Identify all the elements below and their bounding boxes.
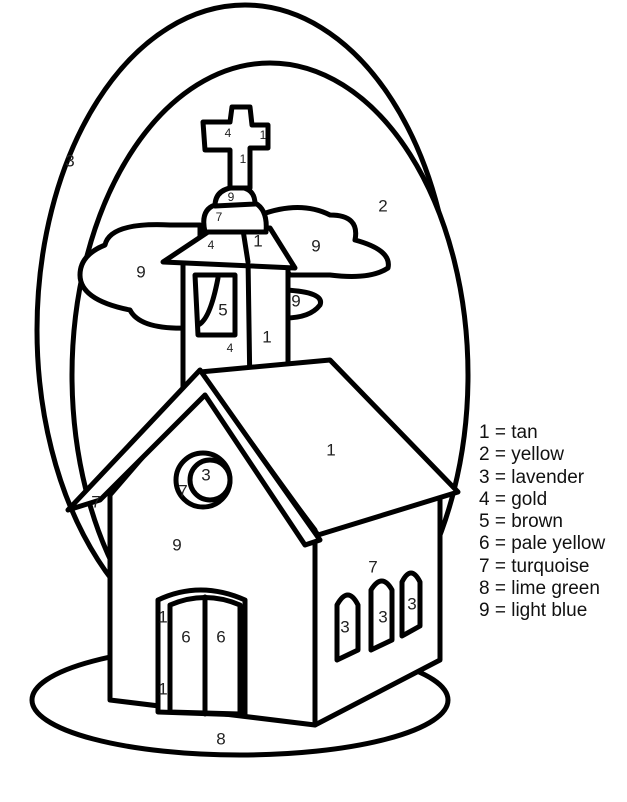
label-cross-arm-side: 1 xyxy=(260,128,267,142)
legend-item: 6 = pale yellow xyxy=(479,533,606,555)
legend-item: 4 = gold xyxy=(479,488,548,510)
clock-face xyxy=(187,457,233,503)
label-side-window-3: 3 xyxy=(407,594,416,613)
legend-item: 8 = lime green xyxy=(479,578,600,600)
legend-item: 5 = brown xyxy=(479,511,563,533)
label-cloud-small: 9 xyxy=(291,291,300,310)
label-outer-ring: 3 xyxy=(65,151,74,170)
label-ground: 8 xyxy=(216,729,225,748)
label-door-right: 6 xyxy=(216,627,225,646)
legend-item: 1 = tan xyxy=(479,422,538,443)
side-window-3 xyxy=(399,570,423,639)
label-cloud-right: 9 xyxy=(311,236,320,255)
side-window-2 xyxy=(368,578,395,653)
label-dome-band: 7 xyxy=(216,210,223,224)
label-door-frame-top: 1 xyxy=(158,607,167,626)
label-cloud-left: 9 xyxy=(136,262,145,281)
legend-item: 2 = yellow xyxy=(479,444,565,466)
label-side-window-1: 3 xyxy=(340,617,349,636)
cloud-small xyxy=(282,287,324,321)
label-clock: 3 xyxy=(201,465,210,484)
label-tower-window: 5 xyxy=(218,300,227,319)
gable-trim xyxy=(65,367,323,548)
label-door-left: 6 xyxy=(181,627,190,646)
roof-edge xyxy=(240,227,251,265)
cross xyxy=(200,104,271,191)
label-side-window-2: 3 xyxy=(378,607,387,626)
label-inner-oval: 2 xyxy=(378,196,387,215)
label-clock-rim: 7 xyxy=(178,481,187,500)
label-door-frame-bottom: 1 xyxy=(158,679,167,698)
label-tower-side: 1 xyxy=(262,327,271,346)
cloud-left xyxy=(77,222,203,331)
label-side-wall: 7 xyxy=(368,557,377,576)
label-facade: 9 xyxy=(172,535,181,554)
label-cross-front: 4 xyxy=(225,126,232,140)
legend-item: 3 = lavender xyxy=(479,466,585,488)
side-window-1 xyxy=(334,592,361,663)
label-tower-front: 4 xyxy=(227,341,234,355)
window-curtain xyxy=(195,275,221,328)
legend-item: 7 = turquoise xyxy=(479,555,590,577)
label-main-roof: 1 xyxy=(326,440,335,459)
legend-item: 9 = light blue xyxy=(479,600,588,622)
label-tower-roof-side: 1 xyxy=(253,231,262,250)
label-cross-stem-side: 1 xyxy=(240,152,247,166)
label-tower-roof-front: 4 xyxy=(208,238,215,252)
label-dome-top: 9 xyxy=(228,190,235,204)
color-legend: 1 = tan 2 = yellow 3 = lavender 4 = gold… xyxy=(479,422,605,623)
label-gable-edge: 7 xyxy=(91,492,100,511)
